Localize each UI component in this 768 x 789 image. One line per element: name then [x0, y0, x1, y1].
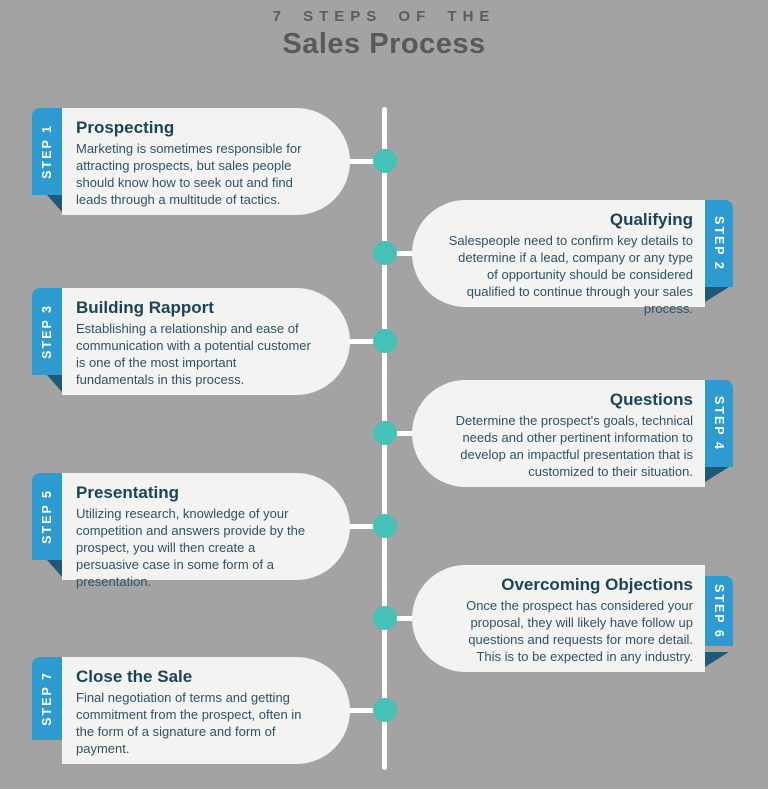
step-card: Qualifying Salespeople need to confirm k… — [412, 200, 705, 316]
step-label: STEP 2 — [712, 216, 726, 271]
step-description: Marketing is sometimes responsible for a… — [76, 141, 302, 207]
step-card: Building Rapport Establishing a relation… — [62, 288, 350, 395]
step-label: STEP 6 — [712, 583, 726, 639]
step-ribbon: STEP 4 — [705, 380, 733, 467]
step-label: STEP 4 — [712, 396, 726, 451]
step-label: STEP 5 — [40, 489, 54, 544]
header-kicker: 7 STEPS OF THE — [272, 8, 496, 25]
step-1: Prospecting Marketing is sometimes respo… — [0, 108, 768, 215]
header: 7 STEPS OF THE Sales Process — [0, 8, 768, 61]
step-description: Salespeople need to confirm key details … — [448, 233, 693, 316]
timeline-dot — [373, 241, 397, 265]
timeline-dot — [373, 421, 397, 445]
connector-line — [338, 524, 386, 529]
timeline-dot — [373, 514, 397, 538]
step-title: Prospecting — [76, 118, 175, 137]
timeline-dot — [373, 698, 397, 722]
step-title: Overcoming Objections — [501, 575, 693, 594]
step-5: Presentating Utilizing research, knowled… — [0, 473, 768, 589]
step-title: Qualifying — [609, 210, 693, 229]
step-2: Qualifying Salespeople need to confirm k… — [0, 200, 768, 316]
connector-line — [386, 431, 426, 436]
step-description: Establishing a relationship and ease of … — [76, 321, 311, 387]
timeline-dot — [373, 149, 397, 173]
step-description: Once the prospect has considered your pr… — [466, 598, 693, 664]
connector-line — [386, 616, 426, 621]
step-description: Determine the prospect's goals, technica… — [455, 413, 693, 479]
step-ribbon: STEP 7 — [32, 657, 62, 740]
step-6: Overcoming Objections Once the prospect … — [0, 565, 768, 672]
step-label: STEP 1 — [40, 124, 54, 179]
step-description: Final negotiation of terms and getting c… — [76, 690, 302, 756]
step-ribbon: STEP 2 — [705, 200, 733, 287]
step-ribbon: STEP 1 — [32, 108, 62, 195]
timeline-dot — [373, 329, 397, 353]
connector-line — [386, 251, 426, 256]
step-title: Close the Sale — [76, 667, 193, 686]
step-card: Presentating Utilizing research, knowled… — [62, 473, 350, 589]
step-title: Questions — [609, 390, 693, 409]
step-4: Questions Determine the prospect's goals… — [0, 380, 768, 487]
connector-line — [338, 708, 386, 713]
timeline-dot — [373, 606, 397, 630]
connector-line — [338, 339, 386, 344]
step-7: Close the Sale Final negotiation of term… — [0, 657, 768, 764]
step-title: Presentating — [76, 483, 179, 502]
step-ribbon: STEP 5 — [32, 473, 62, 560]
step-3: Building Rapport Establishing a relation… — [0, 288, 768, 395]
step-description: Utilizing research, knowledge of your co… — [76, 506, 306, 589]
step-title: Building Rapport — [76, 298, 214, 317]
step-label: STEP 3 — [40, 304, 54, 359]
connector-line — [338, 159, 386, 164]
step-card: Questions Determine the prospect's goals… — [412, 380, 705, 487]
step-ribbon: STEP 6 — [705, 576, 733, 646]
step-card: Overcoming Objections Once the prospect … — [412, 565, 705, 672]
page-title: Sales Process — [282, 28, 486, 60]
step-label: STEP 7 — [40, 671, 54, 726]
step-card: Close the Sale Final negotiation of term… — [62, 657, 350, 764]
step-ribbon: STEP 3 — [32, 288, 62, 375]
step-card: Prospecting Marketing is sometimes respo… — [62, 108, 350, 215]
